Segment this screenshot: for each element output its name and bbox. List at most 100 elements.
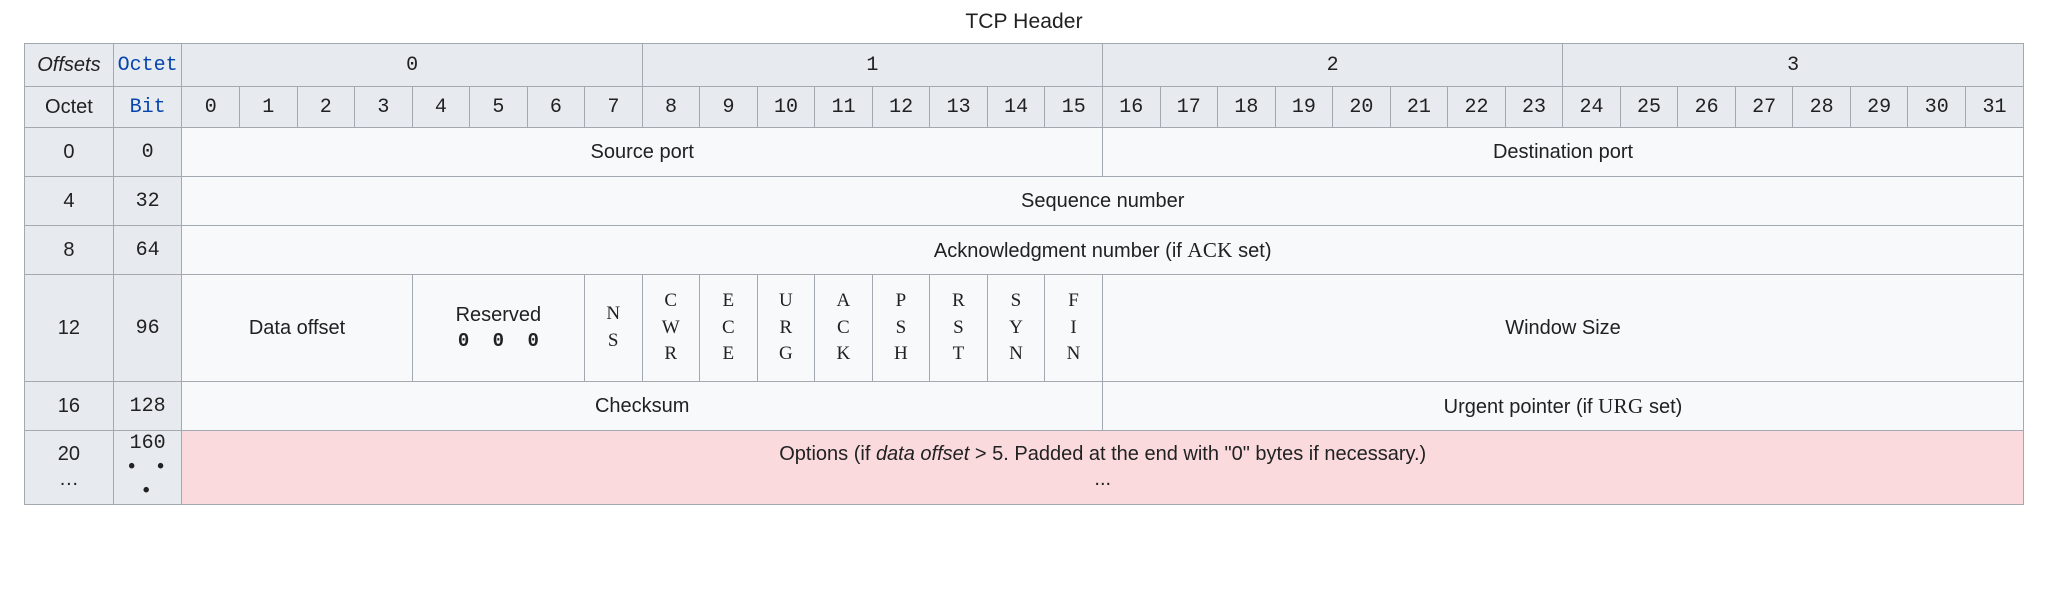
- table-row-acknowledgment-number: 8 64 Acknowledgment number (if ACK set): [24, 225, 2024, 275]
- options-text-pre: Options (if: [779, 443, 876, 466]
- table-row-bit-numbers: Octet Bit 0 1 2 3 4 5 6 7 8 9 10 11 12 1…: [24, 86, 2025, 128]
- flag-letter: N: [606, 303, 621, 325]
- table-row-options: 20 … 160 • • • Options (if data offset >…: [24, 430, 2024, 505]
- flag-letter: T: [952, 343, 965, 365]
- flag-letter: R: [664, 343, 678, 365]
- bit-offset-0: 0: [112, 127, 183, 177]
- table-container: Offsets Octet 0 1 2 3 Octet Bit 0 1 2 3 …: [0, 43, 2048, 505]
- bit-number-18: 18: [1217, 86, 1276, 128]
- field-sequence-number: Sequence number: [181, 176, 2024, 226]
- urg-flag-name: URG: [1598, 393, 1644, 418]
- urg-text-pre: Urgent pointer (if: [1443, 395, 1599, 418]
- octet-offset-8: 8: [24, 225, 114, 275]
- bit-number-0: 0: [181, 86, 240, 128]
- field-data-offset: Data offset: [181, 274, 413, 382]
- bit-number-15: 15: [1044, 86, 1103, 128]
- reserved-wrap: Reserved 0 0 0: [413, 302, 585, 355]
- flag-letter: P: [895, 289, 907, 311]
- ack-text-pre: Acknowledgment number (if: [933, 239, 1188, 262]
- flag-letter: F: [1068, 289, 1080, 311]
- options-data-offset-italic: data offset: [875, 443, 970, 466]
- flag-letter: G: [778, 343, 794, 365]
- flag-letter: H: [894, 343, 909, 365]
- bit-number-25: 25: [1619, 86, 1679, 128]
- table-row-sequence-number: 4 32 Sequence number: [24, 176, 2024, 226]
- octet-offset-12: 12: [24, 274, 114, 382]
- flag-letter: K: [836, 343, 851, 365]
- field-destination-port: Destination port: [1102, 127, 2024, 177]
- flag-letter: N: [1009, 343, 1024, 365]
- flag-letter: C: [721, 316, 736, 338]
- octet-group-2: 2: [1101, 43, 1564, 87]
- flag-letter: S: [1010, 289, 1022, 311]
- options-text-post: > 5. Padded at the end with "0" bytes if…: [969, 443, 1427, 466]
- bit-number-27: 27: [1734, 86, 1794, 128]
- bit-number-31: 31: [1964, 86, 2025, 128]
- bit-label: Bit: [112, 86, 183, 128]
- bit-number-12: 12: [871, 86, 931, 128]
- table-row-checksum: 16 128 Checksum Urgent pointer (if URG s…: [24, 381, 2024, 431]
- octet-label-top: Octet: [112, 43, 183, 87]
- octet-offset-20-value: 20: [57, 443, 81, 466]
- flag-letter: A: [836, 289, 851, 311]
- octet-offset-16: 16: [24, 381, 114, 431]
- octet-label-bottom: Octet: [24, 86, 114, 128]
- bit-number-8: 8: [641, 86, 701, 128]
- octet-offset-20: 20 …: [24, 430, 114, 505]
- bit-number-29: 29: [1849, 86, 1909, 128]
- bit-offset-64: 64: [112, 225, 183, 275]
- reserved-bits: 0 0 0: [457, 329, 545, 352]
- flag-letter: U: [778, 289, 794, 311]
- octet-offset-0: 0: [24, 127, 114, 177]
- flag-letter: S: [895, 316, 907, 338]
- bit-number-14: 14: [986, 86, 1046, 128]
- options-continuation: ...: [1094, 468, 1112, 491]
- urg-text-post: set): [1643, 395, 1683, 418]
- flag-letter: E: [722, 343, 735, 365]
- field-acknowledgment-number: Acknowledgment number (if ACK set): [181, 225, 2024, 275]
- field-reserved: Reserved 0 0 0: [411, 274, 586, 382]
- bit-offset-continuation: • • •: [126, 456, 170, 502]
- bit-number-20: 20: [1332, 86, 1391, 128]
- bit-offset-128: 128: [112, 381, 183, 431]
- ack-text-post: set): [1232, 239, 1272, 262]
- bit-number-3: 3: [354, 86, 413, 128]
- bit-number-4: 4: [411, 86, 471, 128]
- bit-number-17: 17: [1159, 86, 1219, 128]
- octet-group-3: 3: [1562, 43, 2024, 87]
- bit-number-7: 7: [584, 86, 643, 128]
- bit-number-24: 24: [1562, 86, 1621, 128]
- field-source-port: Source port: [181, 127, 1103, 177]
- bit-number-30: 30: [1907, 86, 1966, 128]
- bit-number-22: 22: [1447, 86, 1506, 128]
- flag-letter: N: [1066, 343, 1081, 365]
- bit-offset-160-value: 160: [129, 432, 166, 455]
- flag-letter: R: [952, 289, 966, 311]
- field-urgent-pointer: Urgent pointer (if URG set): [1102, 381, 2024, 431]
- flag-letter: R: [779, 316, 793, 338]
- bit-number-23: 23: [1504, 86, 1564, 128]
- octet-group-0: 0: [181, 43, 643, 87]
- octet-group-1: 1: [641, 43, 1104, 87]
- bit-number-21: 21: [1389, 86, 1449, 128]
- tcp-header-table: Offsets Octet 0 1 2 3 Octet Bit 0 1 2 3 …: [24, 43, 2025, 505]
- bit-number-28: 28: [1792, 86, 1851, 128]
- bit-number-19: 19: [1274, 86, 1334, 128]
- ack-flag-name: ACK: [1187, 237, 1233, 262]
- field-options: Options (if data offset > 5. Padded at t…: [181, 430, 2024, 505]
- bit-number-5: 5: [469, 86, 528, 128]
- options-text: Options (if data offset > 5. Padded at t…: [182, 442, 2023, 467]
- octet-offset-continuation: …: [58, 468, 79, 491]
